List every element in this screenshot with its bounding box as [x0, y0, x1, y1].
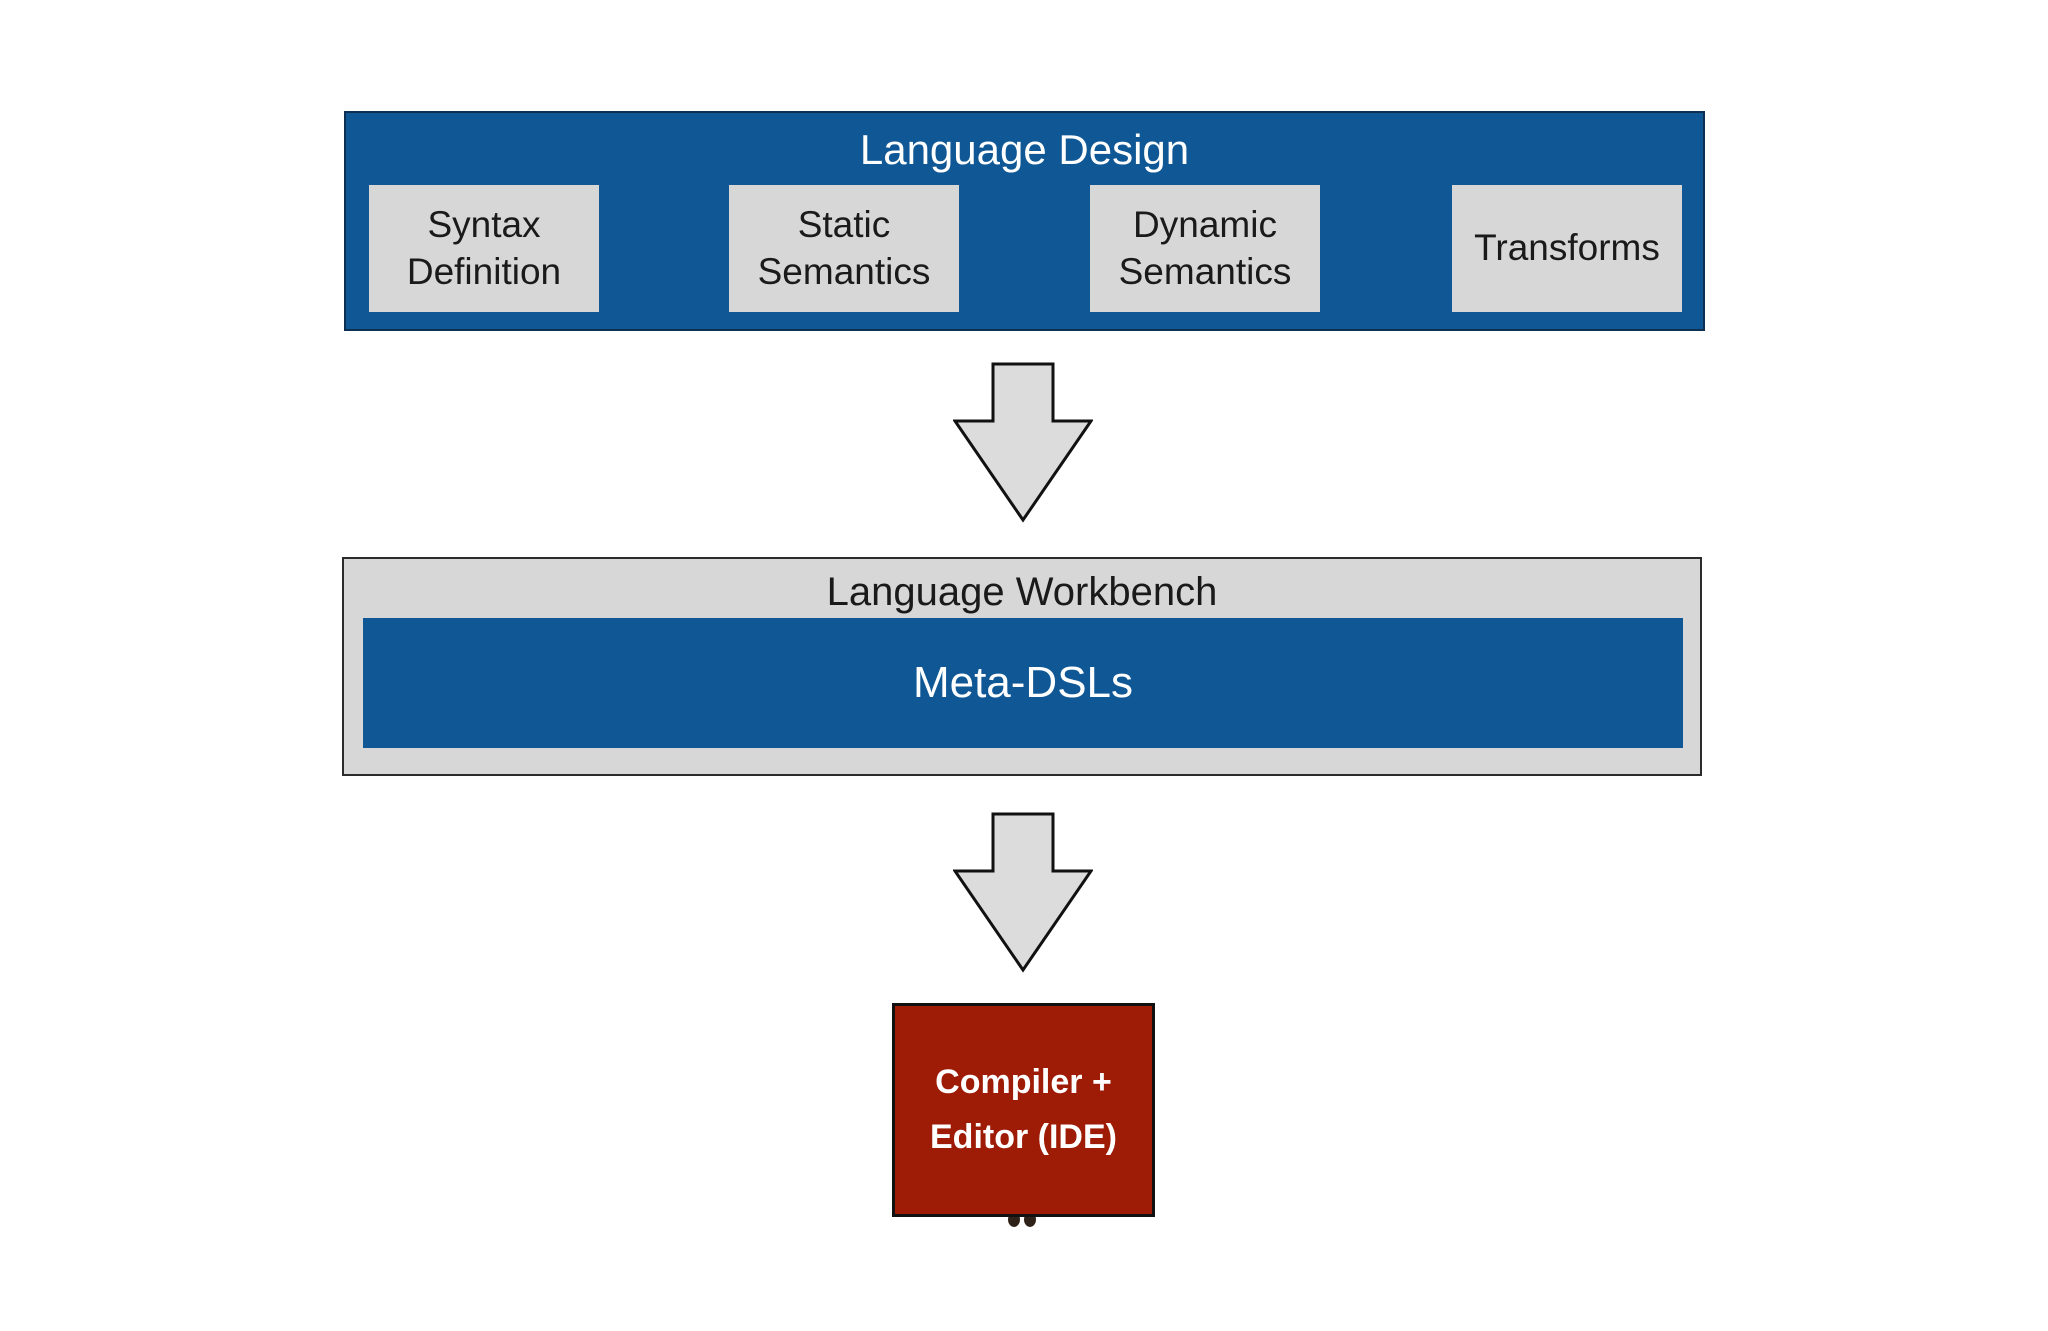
design-item-label: Syntax Definition [406, 204, 562, 292]
meta-dsls-bar: Meta-DSLs [363, 618, 1683, 748]
compiler-box-line: Compiler + [935, 1063, 1112, 1101]
design-item-syntax-definition: Syntax Definition [369, 185, 599, 312]
language-design-title: Language Design [859, 126, 1190, 173]
compiler-editor-box: Compiler + Editor (IDE) [892, 1003, 1155, 1217]
compiler-box-line: Editor (IDE) [930, 1118, 1117, 1156]
language-workbench-title: Language Workbench [826, 570, 1218, 614]
meta-dsls-label: Meta-DSLs [912, 658, 1134, 707]
language-design-panel: Language Design Syntax Definition Static… [344, 111, 1705, 331]
design-item-dynamic-semantics: Dynamic Semantics [1090, 185, 1320, 312]
down-arrow-icon [953, 362, 1093, 523]
design-item-label: Dynamic Semantics [1118, 204, 1292, 292]
design-item-label: Static Semantics [757, 204, 931, 292]
design-item-static-semantics: Static Semantics [729, 185, 959, 312]
language-workbench-panel: Language Workbench Meta-DSLs [342, 557, 1702, 776]
design-item-label: Transforms [1474, 227, 1660, 269]
design-item-transforms: Transforms [1452, 185, 1682, 312]
down-arrow-icon [953, 812, 1093, 973]
